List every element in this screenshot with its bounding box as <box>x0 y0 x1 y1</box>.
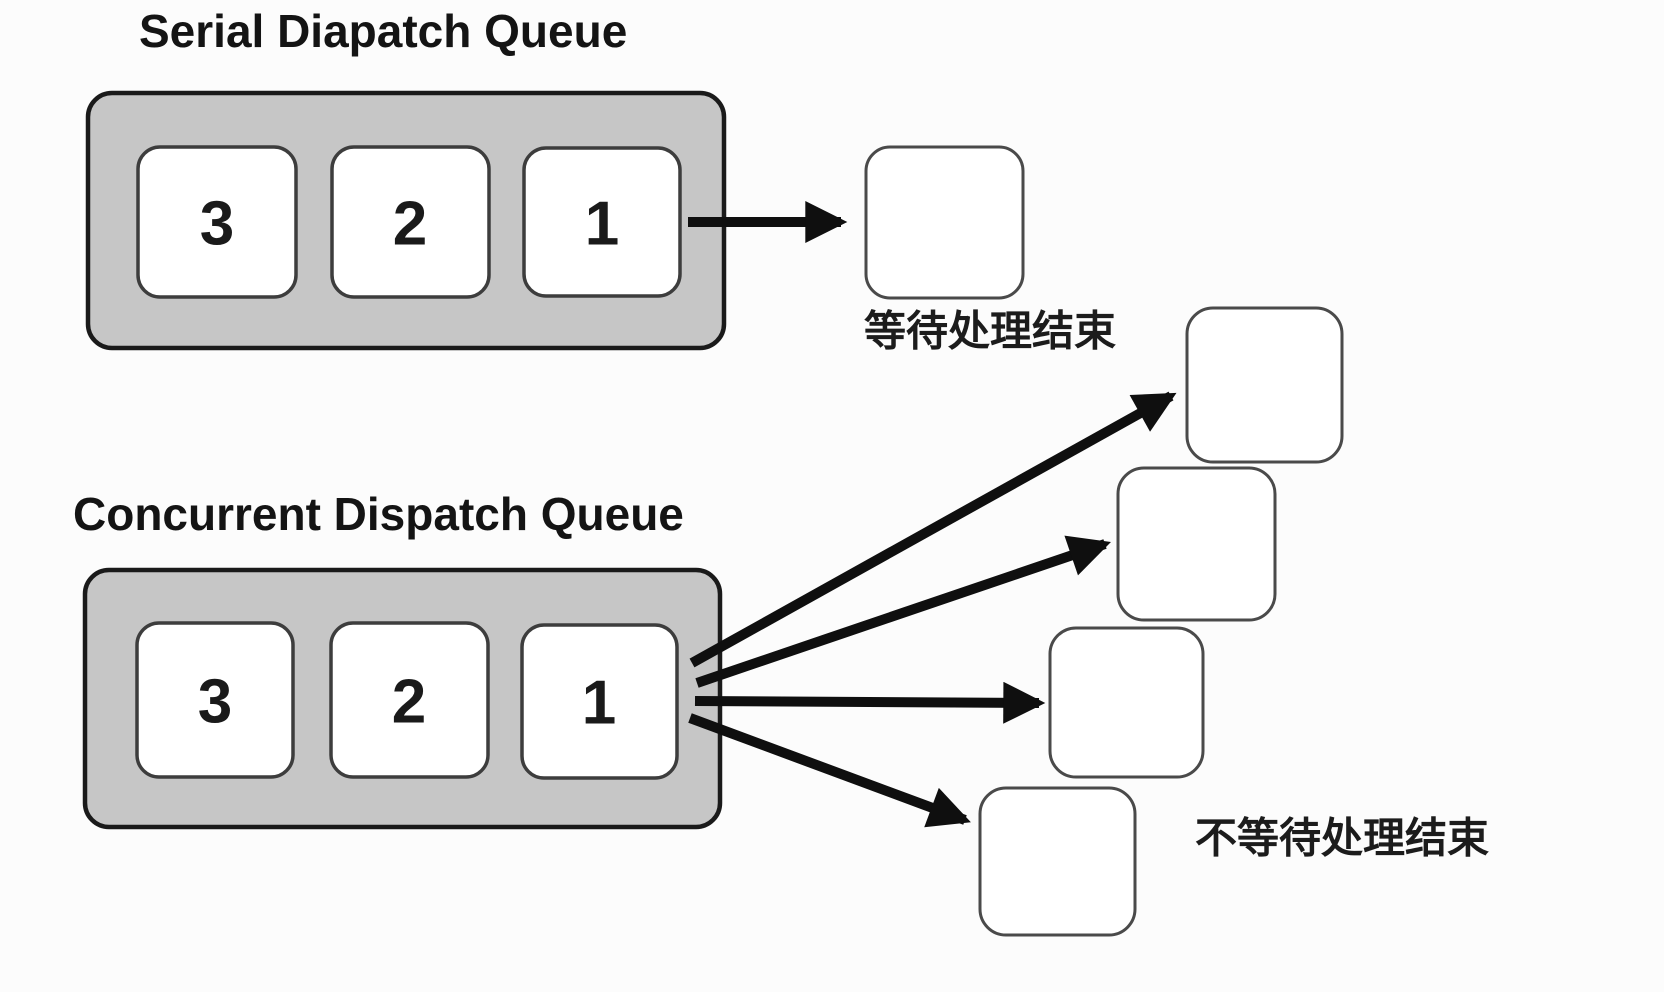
concurrent-dispatch-arrow-4-icon <box>688 713 971 828</box>
concurrent-executing-task-box-1 <box>1185 306 1344 464</box>
serial-task-cell-2 <box>330 145 491 299</box>
serial-queue-title: Serial Diapatch Queue <box>139 5 627 57</box>
serial-executing-task-box <box>864 145 1025 300</box>
serial-task-label-3: 3 <box>200 190 234 259</box>
concurrent-task-label-3: 3 <box>198 668 232 737</box>
serial-task-cell-3 <box>136 145 298 299</box>
concurrent-executing-task-box-3 <box>1048 626 1205 779</box>
concurrent-dispatch-arrow-1-icon <box>689 391 1177 668</box>
concurrent-task-cell-1 <box>520 623 679 780</box>
concurrent-queue-section: Concurrent Dispatch Queue 3 2 1 不等待处理结束 <box>73 306 1489 937</box>
concurrent-result-label: 不等待处理结束 <box>1195 815 1489 862</box>
serial-task-cell-1 <box>522 146 682 298</box>
concurrent-task-cell-3 <box>135 621 295 779</box>
concurrent-task-label-1: 1 <box>582 669 616 738</box>
concurrent-task-label-2: 2 <box>392 668 426 737</box>
serial-result-label: 等待处理结束 <box>864 308 1116 355</box>
concurrent-dispatch-arrow-3-icon <box>694 681 1046 724</box>
serial-task-label-2: 2 <box>393 190 427 259</box>
concurrent-queue-title: Concurrent Dispatch Queue <box>73 488 684 540</box>
concurrent-executing-task-box-4 <box>978 786 1137 937</box>
serial-task-label-1: 1 <box>585 190 619 259</box>
serial-queue-section: Serial Diapatch Queue 3 2 1 等待处理结束 <box>85 5 1116 355</box>
concurrent-dispatch-arrow-2-icon <box>695 535 1111 688</box>
concurrent-task-cell-2 <box>329 621 490 779</box>
concurrent-executing-task-box-2 <box>1116 466 1277 622</box>
